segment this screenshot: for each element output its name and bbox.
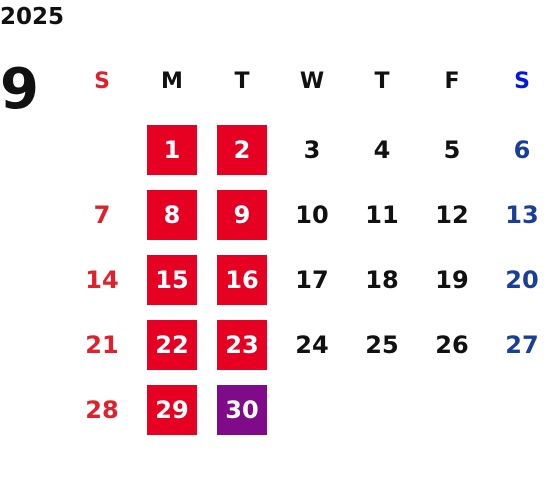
day-cell-4: 4 [373,136,391,164]
day-cell-13: 13 [505,201,539,229]
weekday-header-sat: S [514,68,530,94]
day-cell-6: 6 [513,136,531,164]
day-cell-22: 22 [147,320,197,370]
day-cell-16: 16 [217,255,267,305]
weekday-header-mon: M [161,68,183,94]
day-cell-9: 9 [217,190,267,240]
day-cell-12: 12 [435,201,469,229]
weekday-header-wed: W [299,68,325,94]
calendar-year: 2025 [0,4,65,30]
weekday-header-thu: T [374,68,390,94]
day-cell-8: 8 [147,190,197,240]
weekday-header-tue: T [234,68,250,94]
day-cell-23: 23 [217,320,267,370]
day-cell-29: 29 [147,385,197,435]
day-cell-30: 30 [217,385,267,435]
day-cell-3: 3 [303,136,321,164]
day-cell-24: 24 [295,331,329,359]
day-cell-25: 25 [365,331,399,359]
weekday-header-fri: F [444,68,460,94]
day-cell-26: 26 [435,331,469,359]
weekday-header-sun: S [94,68,110,94]
day-cell-10: 10 [295,201,329,229]
day-cell-2: 2 [217,125,267,175]
day-cell-5: 5 [443,136,461,164]
day-cell-17: 17 [295,266,329,294]
calendar-month: 9 [0,57,39,122]
day-cell-20: 20 [505,266,539,294]
day-cell-14: 14 [85,266,119,294]
day-cell-18: 18 [365,266,399,294]
day-cell-21: 21 [85,331,119,359]
day-cell-15: 15 [147,255,197,305]
day-cell-1: 1 [147,125,197,175]
day-cell-28: 28 [85,396,119,424]
day-cell-19: 19 [435,266,469,294]
day-cell-7: 7 [93,201,111,229]
day-cell-11: 11 [365,201,399,229]
day-cell-27: 27 [505,331,539,359]
